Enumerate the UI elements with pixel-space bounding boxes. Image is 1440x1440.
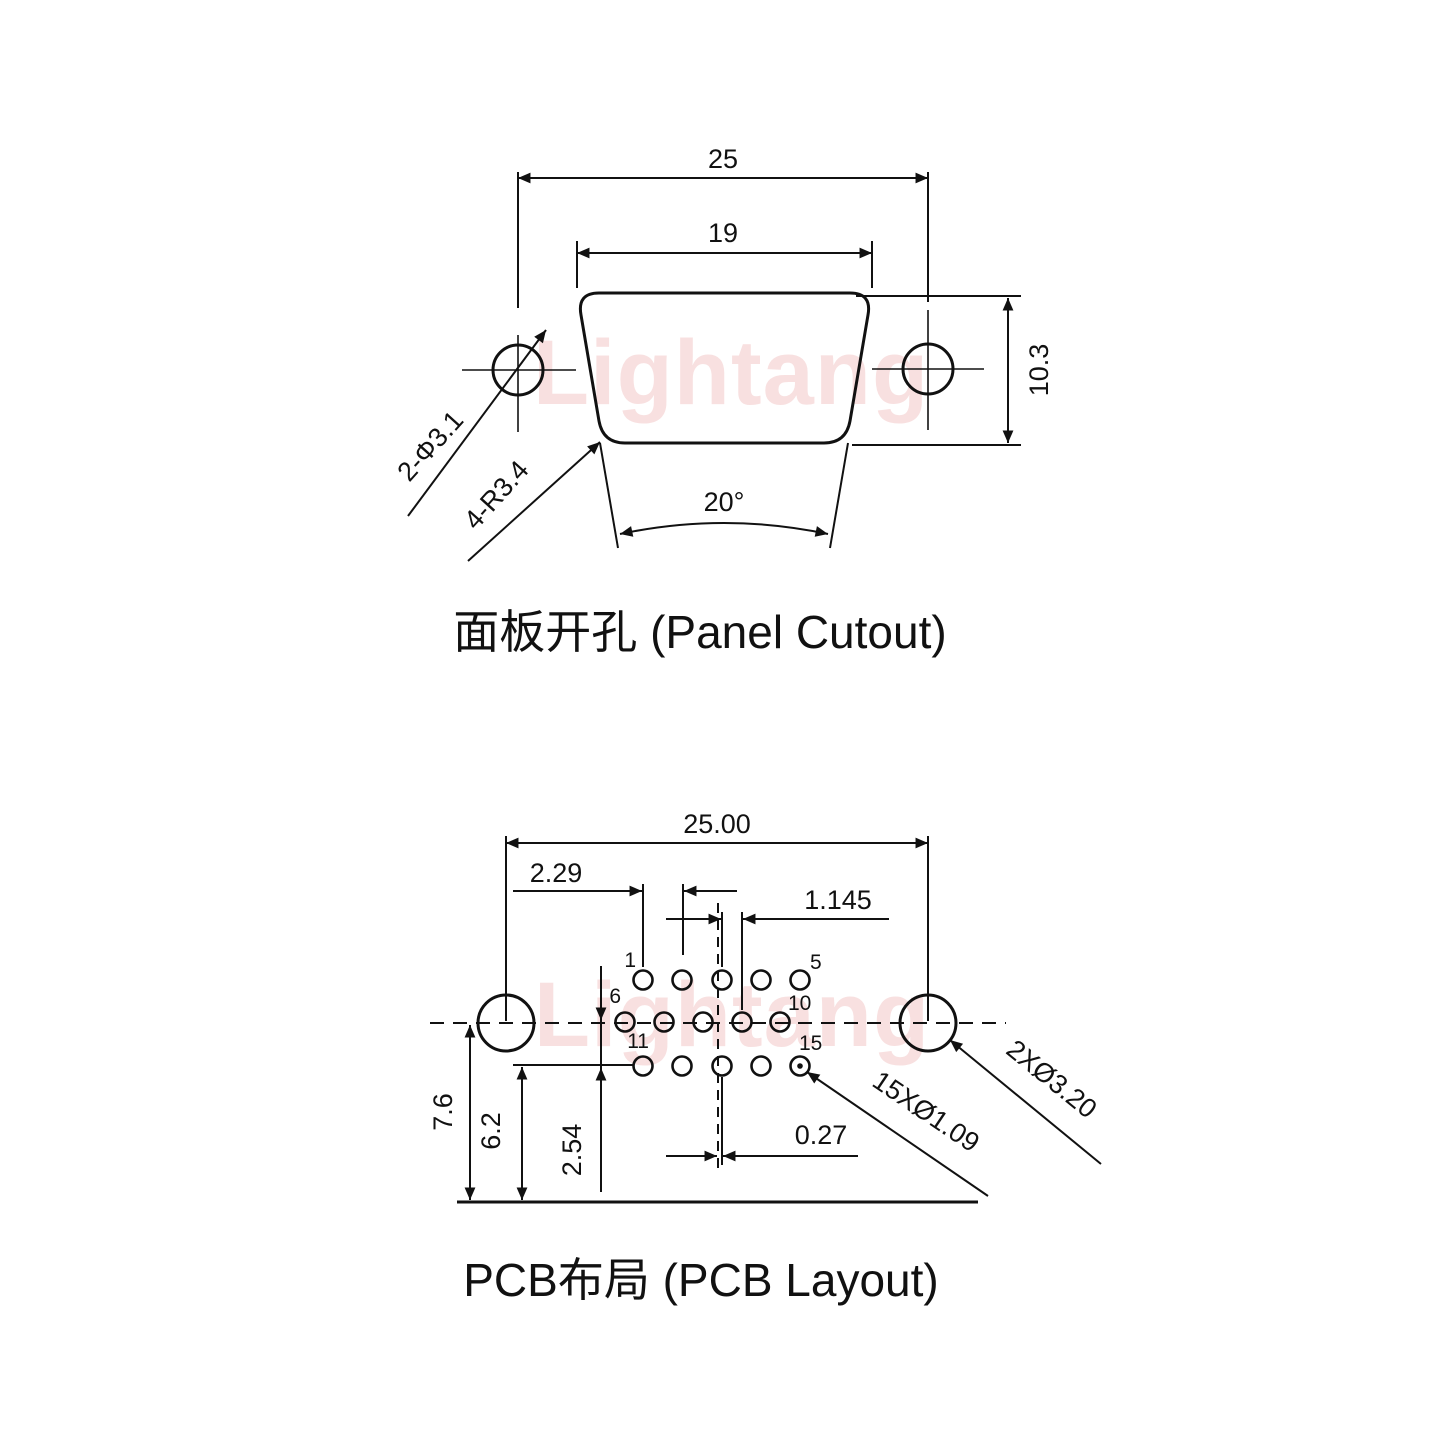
pin-hole <box>711 1055 733 1077</box>
pin-hole <box>614 1011 636 1033</box>
pin-hole <box>671 1055 693 1077</box>
pin-label-1: 1 <box>624 949 636 972</box>
leader-line <box>949 1039 1102 1165</box>
dim-inner-width: 19 <box>576 218 873 288</box>
dim-row-spacing: 2.54 <box>557 966 607 1192</box>
dim-row-stagger-label: 1.145 <box>804 885 872 915</box>
pcb-layout-title: PCB布局 (PCB Layout) <box>463 1254 938 1306</box>
dsub-cutout-outline <box>578 291 871 445</box>
pin-hole <box>769 1011 791 1033</box>
extension-line <box>829 442 849 549</box>
dim-taper-angle-label: 20° <box>704 487 745 517</box>
dim-pin-pitch-label: 2.29 <box>530 858 583 888</box>
pcb-layout-view: Lightang 25.00 2.29 1.145 <box>428 809 1103 1306</box>
angle-arc <box>619 522 829 537</box>
dim-row-spacing-label: 2.54 <box>557 1124 587 1177</box>
leader-corner-radius: 4-R3.4 <box>458 441 601 562</box>
pin-label-10: 10 <box>788 992 811 1015</box>
dim-height: 10.3 <box>852 295 1054 446</box>
dim-center-to-edge: 7.6 <box>428 1025 476 1200</box>
dim-row3-to-edge-label: 6.2 <box>476 1112 506 1150</box>
pin-label-11: 11 <box>627 1030 649 1053</box>
pin-hole <box>750 1055 772 1077</box>
extension-line <box>599 442 619 549</box>
dim-center-to-edge-label: 7.6 <box>428 1093 458 1131</box>
pin-hole <box>789 969 811 991</box>
dim-outer-width: 25 <box>517 144 929 308</box>
pin-hole <box>711 969 733 991</box>
dim-center-offset: 0.27 <box>666 1077 858 1165</box>
pin-hole <box>731 1011 753 1033</box>
pin-hole <box>789 1055 811 1077</box>
watermark-text: Lightang <box>533 322 929 424</box>
dim-hole-spacing-label: 25.00 <box>683 809 751 839</box>
pin-hole <box>632 969 654 991</box>
dim-taper-angle: 20° <box>599 442 849 549</box>
dim-center-offset-label: 0.27 <box>795 1120 848 1150</box>
dim-hole-spacing: 25.00 <box>505 809 929 1021</box>
dim-row-stagger: 1.145 <box>666 885 889 1010</box>
pin-hole <box>750 969 772 991</box>
leader-mount-holes: 2-Φ3.1 <box>391 329 547 517</box>
dim-outer-width-label: 25 <box>708 144 738 174</box>
dim-pin-pitch: 2.29 <box>513 858 737 967</box>
leader-line <box>407 329 547 517</box>
leader-mounting-holes-label: 2XØ3.20 <box>1001 1034 1103 1124</box>
pin-hole <box>671 969 693 991</box>
pin-label-5: 5 <box>810 951 822 974</box>
panel-cutout-title: 面板开孔 (Panel Cutout) <box>453 606 946 658</box>
pin15-center-dot <box>797 1063 803 1069</box>
leader-line <box>806 1071 989 1197</box>
leader-mount-holes-label: 2-Φ3.1 <box>391 405 469 487</box>
dim-height-label: 10.3 <box>1024 344 1054 397</box>
pin-hole <box>692 1011 714 1033</box>
leader-pin-holes-label: 15XØ1.09 <box>867 1065 985 1158</box>
pin-hole <box>653 1011 675 1033</box>
panel-cutout-view: Lightang 25 19 10.3 <box>391 144 1054 658</box>
dim-inner-width-label: 19 <box>708 218 738 248</box>
pin-label-15: 15 <box>799 1032 822 1055</box>
dim-row3-to-edge: 6.2 <box>476 1067 528 1200</box>
pin-label-6: 6 <box>609 985 621 1008</box>
leader-corner-radius-label: 4-R3.4 <box>458 455 535 535</box>
leader-line <box>467 441 601 562</box>
pin-hole <box>632 1055 654 1077</box>
